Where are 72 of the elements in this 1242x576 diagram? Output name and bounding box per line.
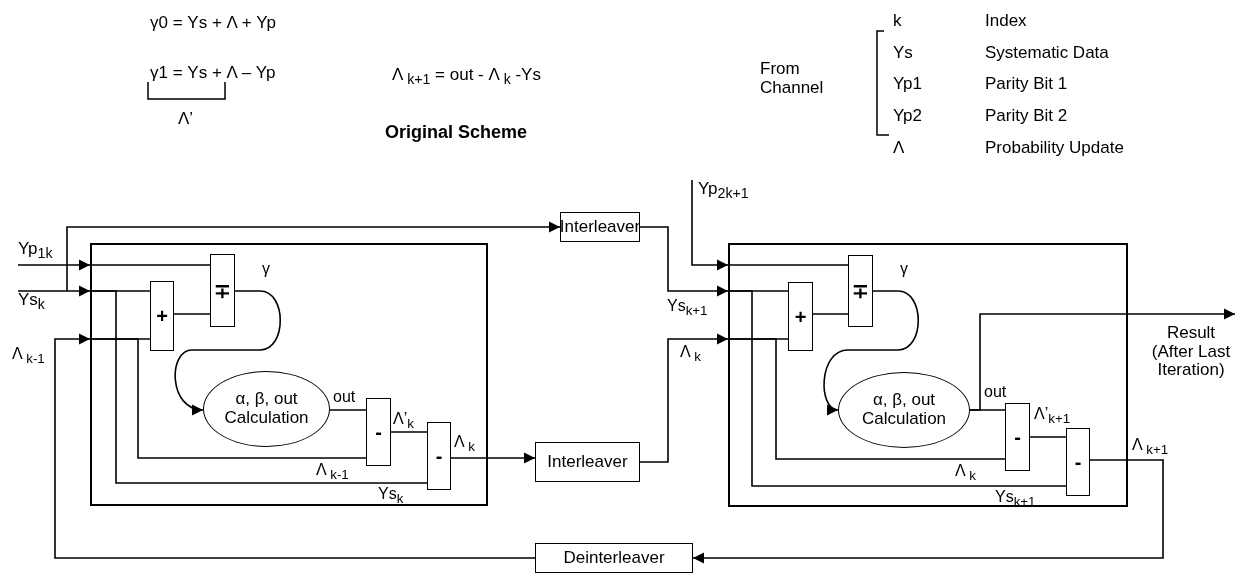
subtractor-adder-box: ∓: [848, 255, 873, 327]
arrow: [692, 459, 1164, 564]
edge-label: Λ $_{k-1}$: [316, 461, 349, 483]
formula-text: γ0 = Ys + Λ + Yp: [150, 14, 276, 33]
arrow: [450, 452, 536, 464]
adder-box: +: [150, 281, 174, 351]
connector-line: [173, 313, 211, 315]
arrow: [823, 290, 920, 413]
edge-label: Λ $_{k}$: [680, 343, 701, 365]
arrow: [17, 285, 91, 297]
legend-description: Index: [985, 12, 1027, 31]
arrow: [969, 308, 1236, 411]
legend-description: Probability Update: [985, 139, 1124, 158]
legend-symbol: Yp2: [893, 107, 922, 126]
connector-line: [727, 290, 1067, 487]
legend-symbol: Λ: [893, 139, 905, 158]
legend-description: Systematic Data: [985, 44, 1109, 63]
arrow: [691, 179, 729, 271]
decoder-block: [728, 243, 1128, 507]
connector-line: [329, 409, 367, 411]
input-label: Yp$_{2k+1}$: [692, 180, 772, 210]
deinterleaver-box: Deinterleaver: [535, 543, 693, 573]
arrow: [54, 333, 536, 559]
connector-line: [1029, 436, 1067, 438]
edge-label: Ys$_{k+1}$: [667, 297, 708, 319]
arrow: [174, 290, 282, 414]
connector-line: [89, 264, 211, 266]
arrow: [639, 226, 729, 297]
group-label: From Channel: [760, 60, 825, 98]
edge-label: out: [333, 388, 356, 406]
edge-label: Ys$_{k}$: [378, 485, 404, 507]
legend-description: Parity Bit 2: [985, 107, 1068, 126]
input-label: Ys$_{k}$: [18, 291, 70, 313]
interleaver-box: Interleaver: [535, 442, 640, 482]
connector-line: [812, 313, 849, 315]
formula-text: γ1 = Ys + Λ – Yp: [150, 64, 276, 83]
edge-label: Λ’$_{k+1}$: [1034, 405, 1071, 427]
arrow: [66, 221, 561, 292]
output-label: Result (After Last Iteration): [1145, 314, 1237, 422]
connector-line: [727, 264, 849, 266]
calculation-oval: α, β, out Calculation: [203, 371, 330, 447]
decoder-block: [90, 243, 488, 506]
interleaver-box: Interleaver: [560, 212, 640, 242]
diagram-title: Original Scheme: [385, 123, 528, 143]
subtractor-box: -: [1066, 428, 1090, 496]
connector-line: [390, 431, 428, 433]
subtractor-box: -: [427, 422, 451, 490]
edge-label: out: [984, 383, 1007, 401]
legend-description: Parity Bit 1: [985, 75, 1068, 94]
edge-label: Λ $_{k-1}$: [12, 345, 45, 367]
input-label: Yp$_{1k}$: [18, 240, 68, 265]
formula-text: Λ $_{k+1}$ = out - Λ $_{k}$ -Ys: [392, 66, 541, 88]
calculation-oval: α, β, out Calculation: [838, 372, 970, 448]
edge-label: Λ $_{k}$: [454, 433, 475, 455]
subtractor-adder-box: ∓: [210, 254, 235, 327]
subtractor-box: -: [1005, 403, 1030, 471]
edge-label: γ: [900, 260, 908, 278]
connector-line: [89, 290, 428, 484]
connector-line: [727, 338, 1006, 460]
arrow: [639, 333, 729, 463]
legend-symbol: k: [893, 12, 902, 31]
formula-text: Λ’: [178, 110, 194, 129]
legend-symbol: Ys: [893, 44, 913, 63]
arrow: [17, 259, 91, 271]
legend-symbol: Yp1: [893, 75, 922, 94]
adder-box: +: [788, 282, 813, 351]
edge-label: Λ $_{k}$: [955, 462, 976, 484]
connector-line: [89, 338, 367, 459]
edge-label: Λ’$_{k}$: [393, 410, 414, 432]
edge-label: Λ $_{k+1}$: [1132, 436, 1169, 458]
edge-label: γ: [262, 260, 270, 278]
subtractor-box: -: [366, 398, 391, 466]
